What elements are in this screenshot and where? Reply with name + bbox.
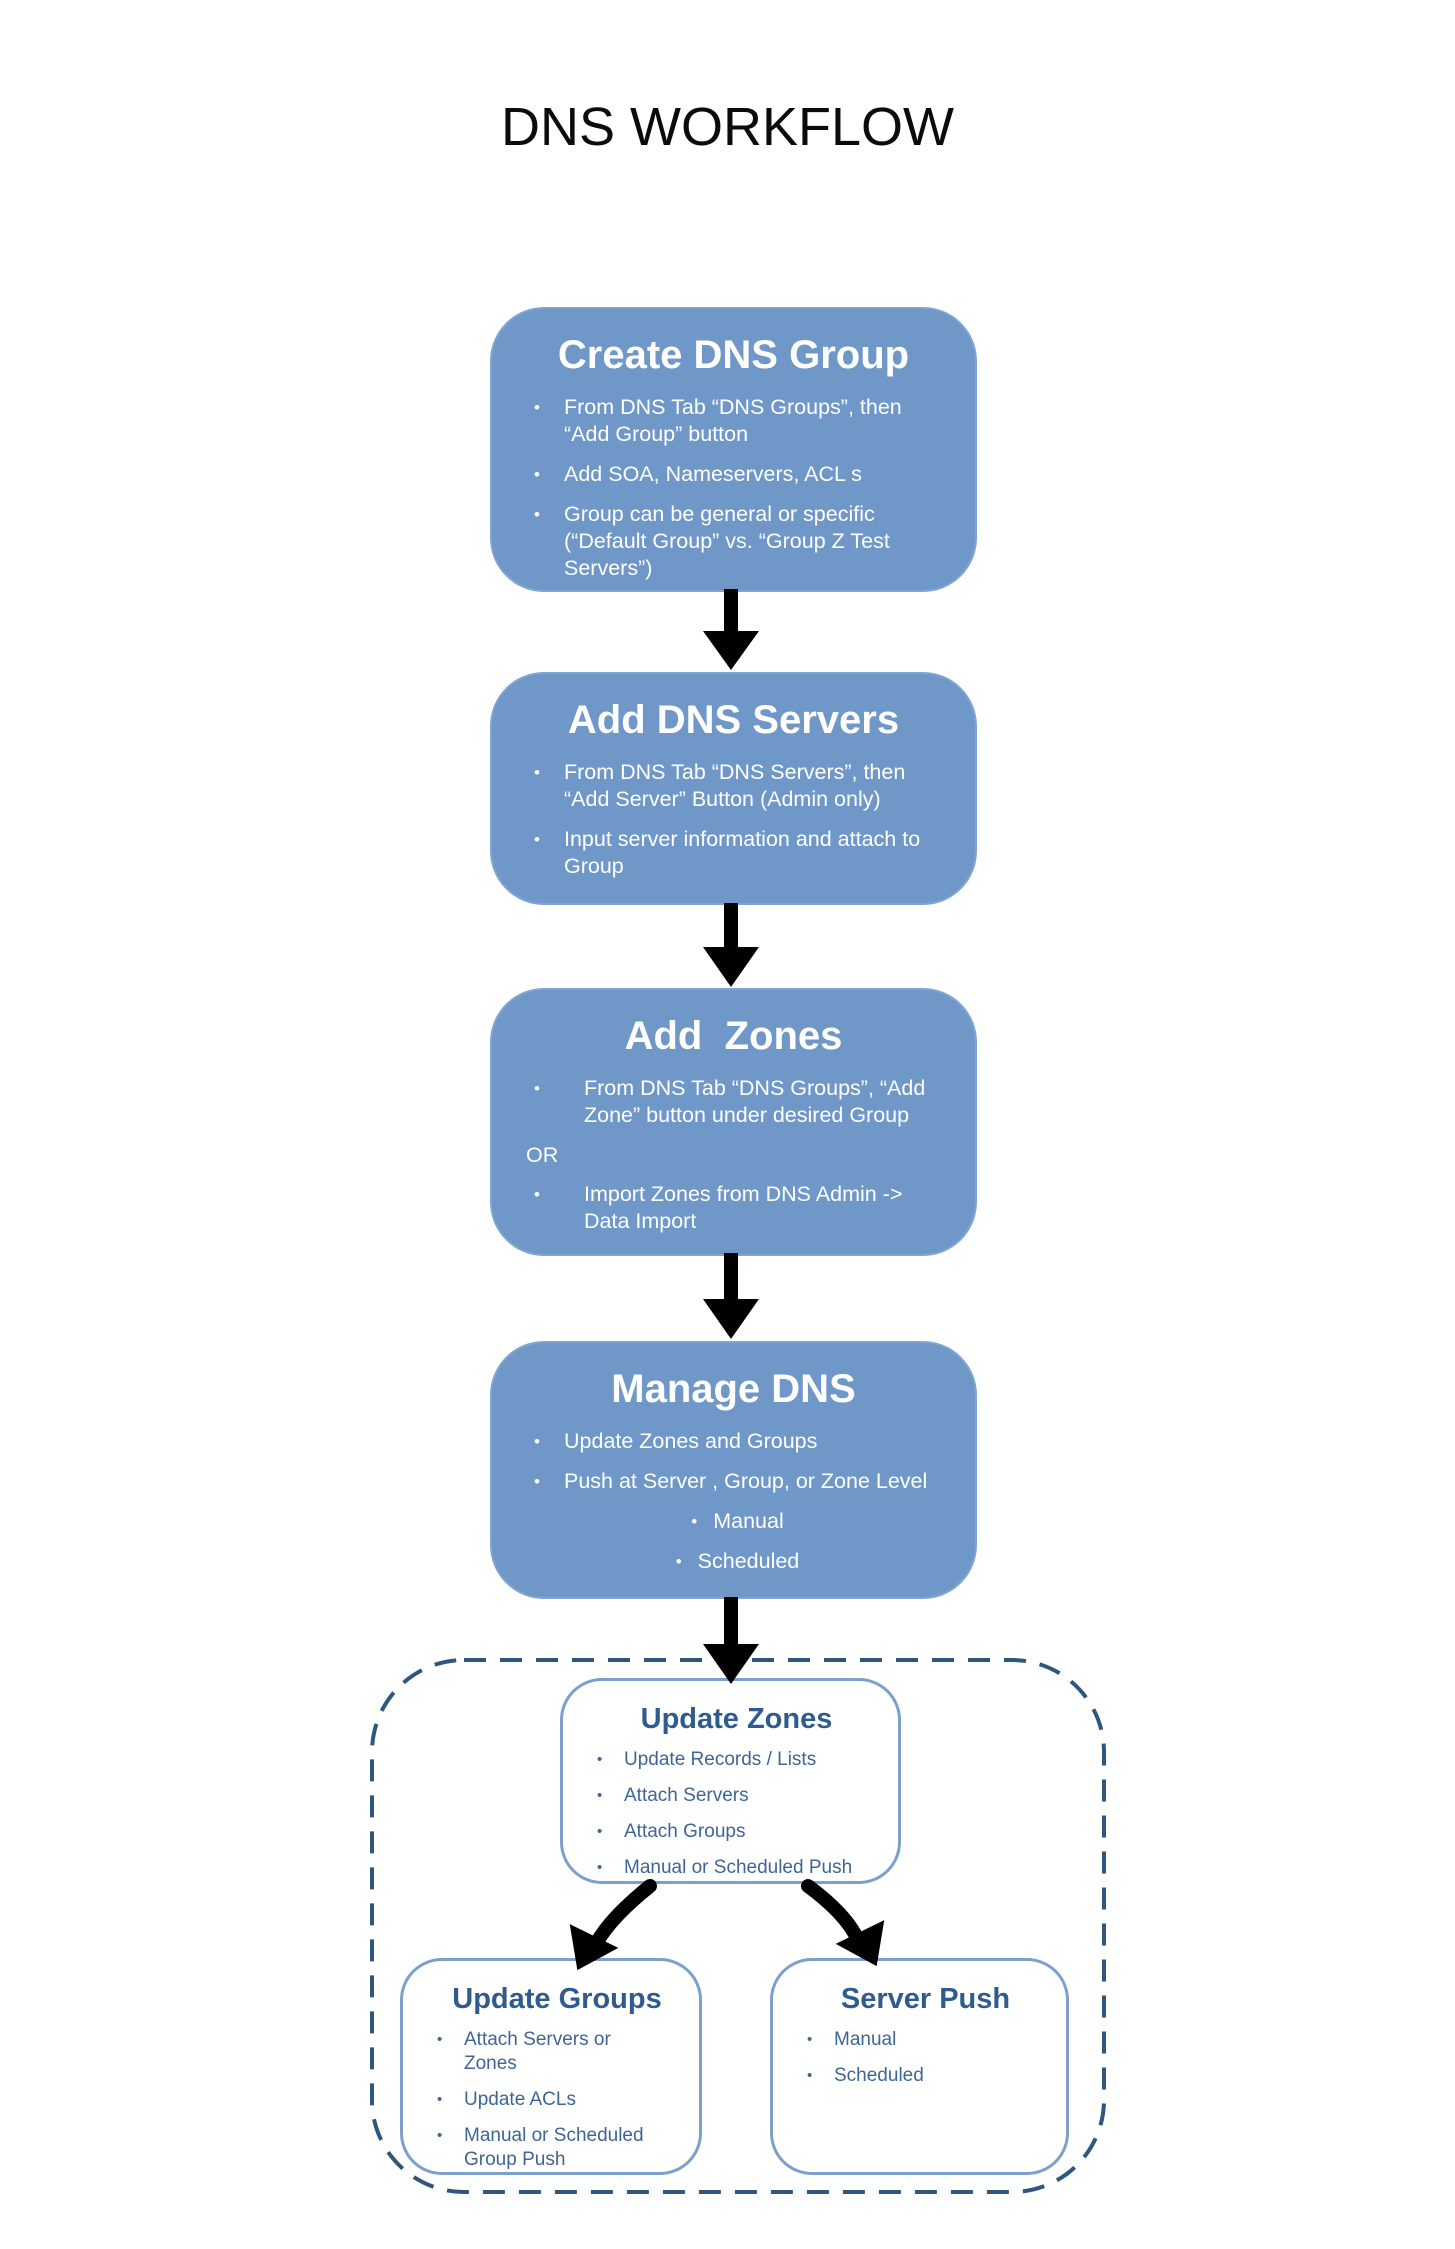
bullet-item: • Add SOA, Nameservers, ACL s [534,461,941,488]
detail-bullet-list: • Attach Servers or Zones • Update ACLs … [437,2028,677,2172]
bullet-item: • Manual or Scheduled Group Push [437,2124,677,2172]
bullet-dot-icon: • [534,1079,540,1098]
bullet-text: Attach Servers or Zones [464,2029,611,2074]
bullet-text: Update Zones and Groups [564,1429,818,1453]
bullet-item: • Scheduled [807,2064,1044,2088]
detail-box-server-push: Server Push • Manual • Scheduled [770,1958,1069,2175]
bullet-text: Attach Groups [624,1821,746,1842]
detail-bullet-list: • Manual • Scheduled [807,2028,1044,2088]
bullet-dot-icon: • [534,505,540,524]
bullet-dot-icon: • [807,2067,813,2084]
step-box-manage-dns: Manage DNS • Update Zones and Groups • P… [490,1341,977,1599]
step-title: Manage DNS [611,1367,856,1411]
bullet-item: • Push at Server , Group, or Zone Level [534,1468,941,1495]
bullet-text: Add SOA, Nameservers, ACL s [564,462,862,486]
bullet-item: • From DNS Tab “DNS Servers”, then “Add … [534,759,941,813]
bullet-text: Manual or Scheduled Group Push [464,2125,644,2170]
bullet-dot-icon: • [437,2091,443,2108]
bullet-item: • Import Zones from DNS Admin -> Data Im… [534,1181,941,1235]
bullet-item: • Group can be general or specific (“Def… [534,501,941,582]
bullet-dot-icon: • [534,763,540,782]
step-bullet-list: • Import Zones from DNS Admin -> Data Im… [526,1181,941,1235]
bullet-text: Update Records / Lists [624,1749,817,1770]
detail-bullet-list: • Update Records / Lists • Attach Server… [597,1748,876,1880]
bullet-dot-icon: • [534,830,540,849]
step-title: Create DNS Group [557,333,910,377]
step-bullet-list: • Update Zones and Groups • Push at Serv… [526,1428,941,1575]
bullet-text: Manual [713,1509,784,1533]
bullet-dot-icon: • [437,2127,443,2144]
step-box-create-dns-group: Create DNS Group • From DNS Tab “DNS Gro… [490,307,977,592]
bullet-dot-icon: • [534,1185,540,1204]
bullet-item: • Manual or Scheduled Push [597,1856,876,1880]
arrow-down-icon [703,903,759,987]
bullet-text: Scheduled [834,2065,924,2086]
or-label: OR [526,1143,559,1167]
step-title: Add Zones [624,1014,843,1058]
bullet-dot-icon: • [534,398,540,417]
bullet-text: Group can be general or specific (“Defau… [564,502,890,580]
bullet-text: Manual [834,2029,897,2050]
arrow-down-icon [703,1253,759,1339]
bullet-item: • Attach Servers [597,1784,876,1808]
bullet-text: Input server information and attach to G… [564,827,921,878]
bullet-text: Update ACLs [464,2089,576,2110]
bullet-dot-icon: • [597,1751,603,1768]
bullet-dot-icon: • [691,1512,698,1531]
step-bullet-list: • From DNS Tab “DNS Servers”, then “Add … [526,759,941,880]
page-title: DNS WORKFLOW [501,97,954,157]
bullet-item: • Update ACLs [437,2088,677,2112]
bullet-item: • Attach Groups [597,1820,876,1844]
bullet-dot-icon: • [675,1552,682,1571]
bullet-text: Attach Servers [624,1785,749,1806]
bullet-item: • Update Records / Lists [597,1748,876,1772]
sub-bullet-item: • Scheduled [534,1548,941,1575]
arrow-down-icon [703,589,759,670]
bullet-item: • Manual [807,2028,1044,2052]
bullet-item: • From DNS Tab “DNS Groups”, then “Add G… [534,394,941,448]
bullet-text: Scheduled [697,1549,800,1573]
step-title: Add DNS Servers [567,698,900,742]
bullet-dot-icon: • [807,2031,813,2048]
detail-title: Server Push [840,1983,1011,2015]
bullet-text: From DNS Tab “DNS Groups”, then “Add Gro… [564,395,902,446]
bullet-text: Manual or Scheduled Push [624,1857,853,1878]
sub-bullet-item: • Manual [534,1508,941,1535]
bullet-dot-icon: • [437,2031,443,2048]
bullet-dot-icon: • [534,1472,540,1491]
step-bullet-list: • From DNS Tab “DNS Groups”, then “Add G… [526,394,941,582]
arrow-down-icon [703,1597,759,1684]
detail-box-update-groups: Update Groups • Attach Servers or Zones … [400,1958,702,2175]
bullet-text: From DNS Tab “DNS Groups”, “Add Zone” bu… [584,1076,926,1127]
bullet-dot-icon: • [534,465,540,484]
bullet-text: From DNS Tab “DNS Servers”, then “Add Se… [564,760,906,811]
bullet-text: Import Zones from DNS Admin -> Data Impo… [584,1182,903,1233]
bullet-item: • From DNS Tab “DNS Groups”, “Add Zone” … [534,1075,941,1129]
bullet-text: Push at Server , Group, or Zone Level [564,1469,928,1493]
bullet-item: • Update Zones and Groups [534,1428,941,1455]
bullet-dot-icon: • [597,1859,603,1876]
detail-title: Update Groups [452,1983,662,2015]
bullet-dot-icon: • [597,1787,603,1804]
detail-box-update-zones: Update Zones • Update Records / Lists • … [560,1678,901,1884]
step-box-add-zones: Add Zones • From DNS Tab “DNS Groups”, “… [490,988,977,1256]
step-bullet-list: • From DNS Tab “DNS Groups”, “Add Zone” … [526,1075,941,1129]
step-box-add-dns-servers: Add DNS Servers • From DNS Tab “DNS Serv… [490,672,977,905]
detail-title: Update Zones [640,1703,833,1735]
bullet-dot-icon: • [597,1823,603,1840]
bullet-dot-icon: • [534,1432,540,1451]
bullet-item: • Attach Servers or Zones [437,2028,677,2076]
bullet-item: • Input server information and attach to… [534,826,941,880]
